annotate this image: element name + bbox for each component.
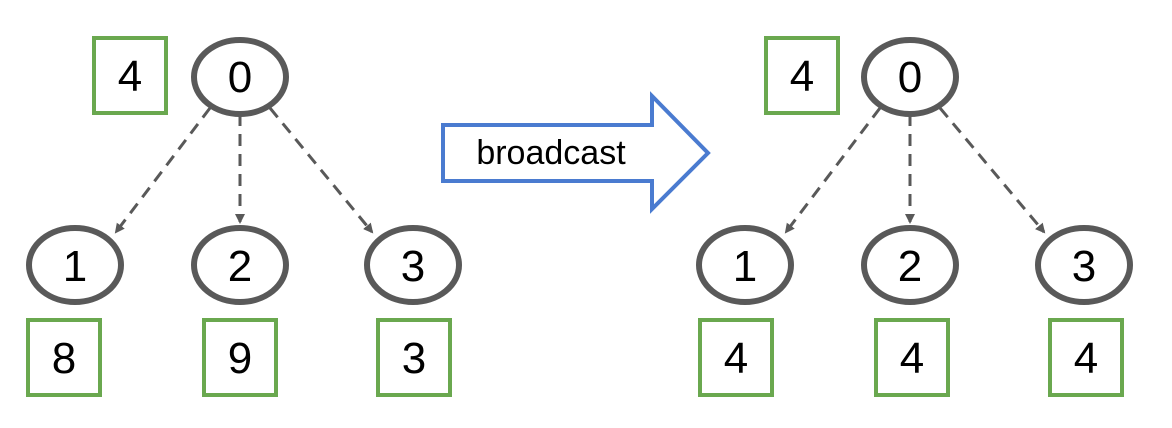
before-child-node-1: 1 [26,225,124,305]
before-root-node: 0 [191,37,289,117]
broadcast-arrow: broadcast [441,91,711,214]
before-root-id: 0 [228,53,252,102]
before-child-id-3: 3 [401,242,425,291]
before-child-value-box-3: 3 [376,318,452,397]
after-child-value-3: 4 [1074,334,1098,383]
before-root-value: 4 [118,52,142,101]
before-child-value-2: 9 [228,334,252,383]
broadcast-arrow-shape [441,91,711,214]
after-edge-0-3 [938,107,1046,234]
after-child-id-3: 3 [1072,242,1096,291]
after-child-value-box-1: 4 [698,318,774,397]
before-child-value-1: 8 [52,334,76,383]
after-root-value: 4 [790,52,814,101]
after-root-node: 0 [861,37,959,117]
after-child-value-box-3: 4 [1048,318,1124,397]
broadcast-label: broadcast [476,134,626,172]
before-child-id-2: 2 [228,242,252,291]
after-child-id-2: 2 [898,242,922,291]
after-root-value-box: 4 [764,36,840,115]
before-child-node-2: 2 [191,225,289,305]
after-root-id: 0 [898,53,922,102]
before-tree: 4 0 1 2 3 8 9 3 [26,36,462,397]
before-child-value-3: 3 [402,334,426,383]
after-child-node-3: 3 [1035,225,1133,305]
before-root-value-box: 4 [92,36,168,115]
after-child-node-2: 2 [861,225,959,305]
before-child-value-box-1: 8 [26,318,102,397]
before-edge-0-3 [268,107,374,234]
before-edge-0-1 [114,107,212,234]
after-child-value-2: 4 [900,334,924,383]
after-edge-0-1 [784,107,882,234]
before-child-id-1: 1 [63,242,87,291]
before-child-node-3: 3 [364,225,462,305]
after-child-value-box-2: 4 [874,318,950,397]
after-child-value-1: 4 [724,334,748,383]
after-child-id-1: 1 [733,242,757,291]
after-tree: 4 0 1 2 3 4 4 4 [696,36,1133,397]
before-child-value-box-2: 9 [202,318,278,397]
after-child-node-1: 1 [696,225,794,305]
